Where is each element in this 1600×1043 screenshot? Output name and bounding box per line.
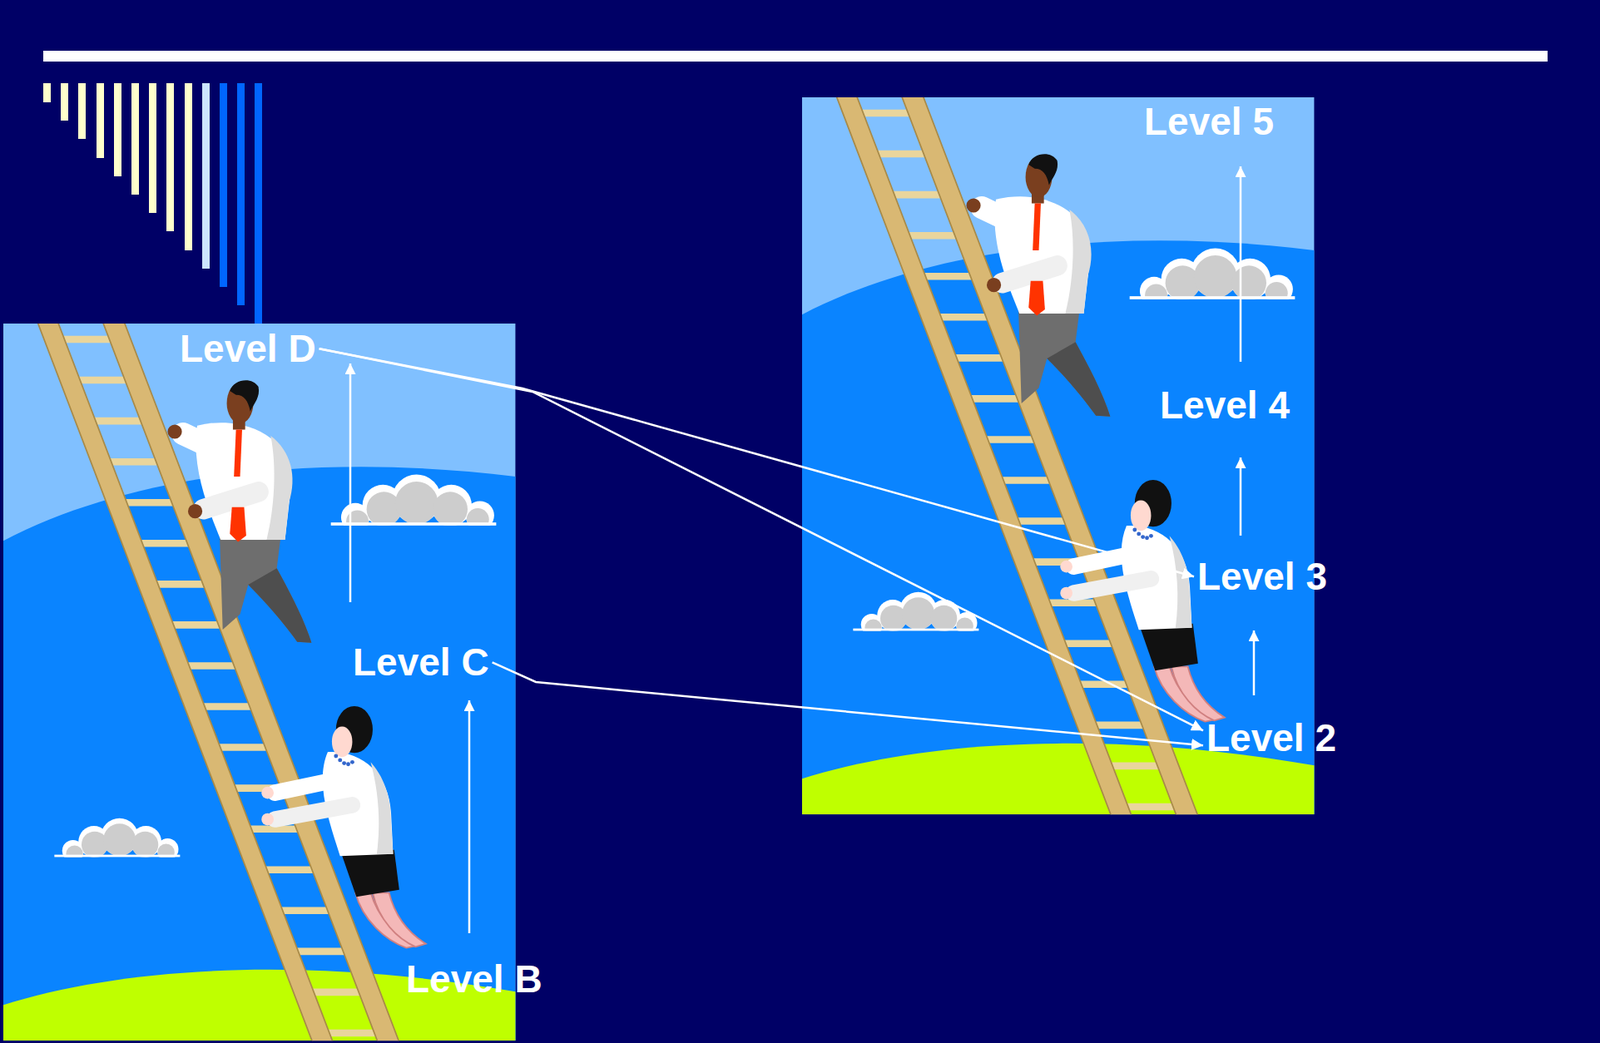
level-text: Level 4 bbox=[1159, 384, 1290, 427]
deco-bar bbox=[131, 83, 139, 195]
level-text: Level C bbox=[352, 641, 490, 684]
level-label: Level 3 bbox=[1193, 554, 1331, 600]
deco-bar bbox=[60, 83, 69, 121]
level-text: Level B bbox=[406, 958, 543, 1001]
deco-bar bbox=[237, 83, 245, 306]
level-text: Level D bbox=[179, 327, 317, 371]
level-label: Level 4 bbox=[1156, 382, 1293, 429]
level-label: Level 2 bbox=[1203, 715, 1340, 762]
mapping-arrow bbox=[492, 662, 1204, 746]
deco-bar bbox=[166, 83, 174, 232]
up-arrow bbox=[349, 363, 352, 603]
deco-bar bbox=[43, 83, 51, 103]
mapping-arrow bbox=[319, 348, 1204, 731]
deco-bar bbox=[219, 83, 228, 288]
level-label: Level C bbox=[349, 639, 493, 686]
deco-bar bbox=[254, 83, 263, 324]
up-arrow bbox=[468, 700, 471, 934]
level-label: Level B bbox=[402, 956, 546, 1003]
deco-bar bbox=[202, 83, 210, 269]
level-text: Level 5 bbox=[1144, 100, 1274, 144]
mapping-arrow bbox=[319, 348, 1194, 577]
deco-bar bbox=[184, 83, 193, 251]
level-label: Level D bbox=[176, 326, 320, 372]
deco-bar bbox=[96, 83, 105, 159]
deco-bar bbox=[78, 83, 86, 139]
level-text: Level 2 bbox=[1206, 717, 1337, 760]
deco-bar bbox=[113, 83, 122, 177]
level-text: Level 3 bbox=[1197, 555, 1328, 599]
level-label: Level 5 bbox=[1140, 99, 1278, 145]
up-arrow bbox=[1253, 630, 1256, 696]
deco-bar bbox=[148, 83, 157, 214]
top-rule bbox=[43, 50, 1548, 62]
up-arrow bbox=[1239, 166, 1243, 362]
up-arrow bbox=[1239, 457, 1243, 536]
ladder-picture bbox=[3, 313, 516, 1043]
